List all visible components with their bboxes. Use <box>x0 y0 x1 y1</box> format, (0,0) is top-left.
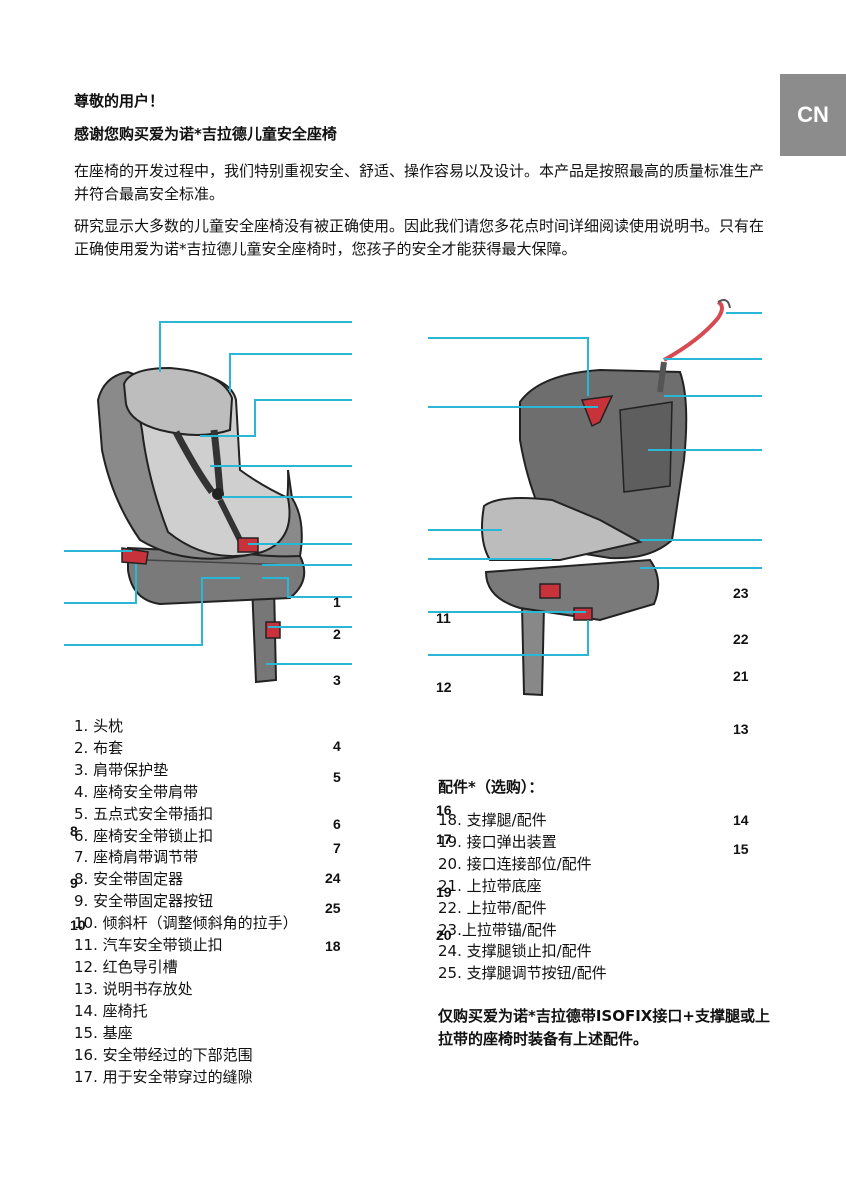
callout-4: 4 <box>333 738 341 754</box>
callout-12: 12 <box>436 679 452 695</box>
list-item: 17. 用于安全带穿过的缝隙 <box>74 1067 253 1086</box>
list-item: 1. 头枕 <box>74 717 124 735</box>
list-item: 9. 安全带固定器按钮 <box>74 892 214 911</box>
product-diagram: 1 2 3 4 5 6 7 8 9 10 11 12 13 14 15 16 1… <box>0 290 846 953</box>
leader-lines <box>64 312 762 665</box>
list-item: 16. 安全带经过的下部范围 <box>74 1045 253 1064</box>
callout-7: 7 <box>333 840 341 856</box>
list-item: 15. 基座 <box>74 1023 133 1042</box>
list-item: 19. 接口弹出装置 <box>438 832 557 851</box>
list-item: 7. 座椅肩带调节带 <box>74 848 199 867</box>
language-tab: CN <box>780 74 846 156</box>
callout-1: 1 <box>333 594 341 610</box>
intro-paragraph-1: 在座椅的开发过程中，我们特别重视安全、舒适、操作容易以及设计。本产品是按照最高的… <box>74 162 765 203</box>
accessories-title: 配件*（选购）： <box>438 778 544 796</box>
list-item: 12. 红色导引槽 <box>74 957 178 976</box>
list-item: 5. 五点式安全带插扣 <box>74 804 214 823</box>
callout-2: 2 <box>333 626 341 642</box>
accessories-list: 18. 支撑腿/配件 19. 接口弹出装置 20. 接口连接部位/配件 21. … <box>438 810 778 985</box>
callout-14: 14 <box>733 812 749 828</box>
callout-3: 3 <box>333 672 341 688</box>
list-item: 25. 支撑腿调节按钮/配件 <box>438 964 607 983</box>
list-item: 18. 支撑腿/配件 <box>438 811 547 829</box>
list-item: 24. 支撑腿锁止扣/配件 <box>438 942 592 961</box>
callout-5: 5 <box>333 769 341 785</box>
intro-section: 尊敬的用户！ 感谢您购买爱为诺*吉拉德儿童安全座椅 在座椅的开发过程中，我们特别… <box>74 90 774 270</box>
front-seat-drawing <box>96 366 306 684</box>
callout-13: 13 <box>733 721 749 737</box>
callout-21: 21 <box>733 668 749 684</box>
callout-8: 8 <box>70 823 78 839</box>
callout-17: 17 <box>436 831 452 847</box>
list-item: 6. 座椅安全带锁止扣 <box>74 826 214 845</box>
callout-15: 15 <box>733 841 749 857</box>
list-item: 13. 说明书存放处 <box>74 979 193 998</box>
callout-18: 18 <box>325 938 341 954</box>
list-item: 3. 肩带保护垫 <box>74 760 169 779</box>
callout-24: 24 <box>325 870 341 886</box>
callout-9: 9 <box>70 875 78 891</box>
list-item: 8. 安全带固定器 <box>74 870 184 889</box>
list-item: 20. 接口连接部位/配件 <box>438 854 592 873</box>
callout-23: 23 <box>733 585 749 601</box>
callout-25: 25 <box>325 900 341 916</box>
accessories-section: 配件*（选购）： 18. 支撑腿/配件 19. 接口弹出装置 20. 接口连接部… <box>438 776 778 1051</box>
parts-list: 1. 头枕 2. 布套 3. 肩带保护垫 4. 座椅安全带肩带 5. 五点式安全… <box>74 716 298 1088</box>
list-item: 10. 倾斜杆（调整倾斜角的拉手） <box>74 914 298 933</box>
list-item: 2. 布套 <box>74 738 124 757</box>
accessories-note: 仅购买爱为诺*吉拉德带ISOFIX接口+支撑腿或上拉带的座椅时装备有上述配件。 <box>438 1007 770 1049</box>
callout-6: 6 <box>333 816 341 832</box>
thanks-line: 感谢您购买爱为诺*吉拉德儿童安全座椅 <box>74 125 337 143</box>
callout-11: 11 <box>436 610 451 626</box>
list-item: 11. 汽车安全带锁止扣 <box>74 936 223 955</box>
list-item: 23.上拉带锚/配件 <box>438 920 557 939</box>
list-item: 21. 上拉带底座 <box>438 876 542 895</box>
list-item: 14. 座椅托 <box>74 1001 148 1020</box>
list-item: 22. 上拉带/配件 <box>438 898 547 917</box>
intro-paragraph-2: 研究显示大多数的儿童安全座椅没有被正确使用。因此我们请您多花点时间详细阅读使用说… <box>74 217 765 258</box>
callout-20: 20 <box>436 927 452 943</box>
callout-10: 10 <box>70 917 86 933</box>
seat-illustration <box>64 299 762 697</box>
greeting: 尊敬的用户！ <box>74 92 165 110</box>
callout-22: 22 <box>733 631 749 647</box>
callout-19: 19 <box>436 884 452 900</box>
callout-16: 16 <box>436 802 452 818</box>
list-item: 4. 座椅安全带肩带 <box>74 782 199 801</box>
rear-seat-drawing <box>481 299 731 697</box>
